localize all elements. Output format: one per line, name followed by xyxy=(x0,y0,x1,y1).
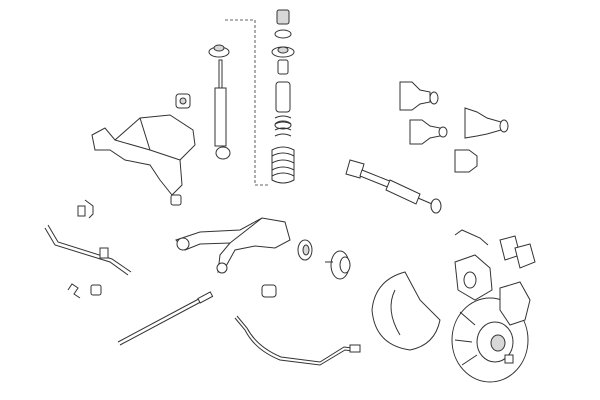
subframe xyxy=(91,114,196,196)
top-mount xyxy=(208,44,230,58)
cv-boot-kit xyxy=(399,81,509,173)
control-arm xyxy=(175,217,291,274)
subframe-mount xyxy=(170,194,182,206)
shock-absorber xyxy=(214,59,231,160)
handbrake-cable xyxy=(117,291,214,346)
drive-shaft xyxy=(345,159,442,214)
wheel-hub xyxy=(325,250,351,280)
wheel-bearing xyxy=(297,239,313,261)
bushing-small xyxy=(261,284,277,298)
abs-sensor xyxy=(234,315,361,366)
bushing xyxy=(175,93,191,109)
wear-sensor xyxy=(454,229,489,246)
brake-shield xyxy=(371,271,441,351)
brake-pads xyxy=(499,235,536,269)
bleed-screw xyxy=(504,354,514,364)
stabilizer-bar xyxy=(44,199,132,299)
brake-caliper xyxy=(454,254,493,301)
caliper-bracket xyxy=(499,281,531,326)
assembly-line xyxy=(225,19,270,186)
spring-stack xyxy=(271,9,295,184)
